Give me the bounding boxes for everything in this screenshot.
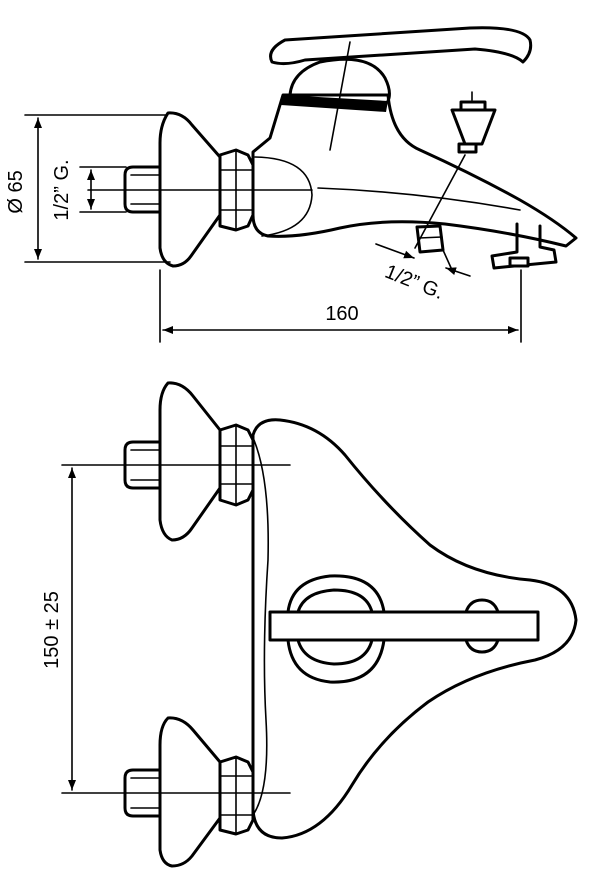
side-view: Ø 65 1/2” G. 1/2” G. 160 [5,26,578,343]
front-lever [268,610,540,642]
front-view: 150 ± 25 [41,381,578,868]
front-body [251,418,578,840]
shower-outlet [415,224,445,254]
upper-connector [123,381,255,542]
lever-hub [286,574,386,684]
cartridge-collar [281,95,388,112]
wall-flange [158,111,222,268]
diameter-label: Ø 65 [5,170,27,213]
lever-handle [269,26,533,66]
lever-dome [288,57,391,103]
mixer-body [251,93,578,248]
length-label: 160 [325,303,358,325]
diverter-button [464,598,500,614]
outlet-thread-label: 1/2” G. [382,261,447,304]
center-distance-label: 150 ± 25 [41,591,63,669]
lower-connector [123,716,255,868]
diverter-knob [450,108,497,146]
inlet-thread-label: 1/2” G. [51,159,73,220]
